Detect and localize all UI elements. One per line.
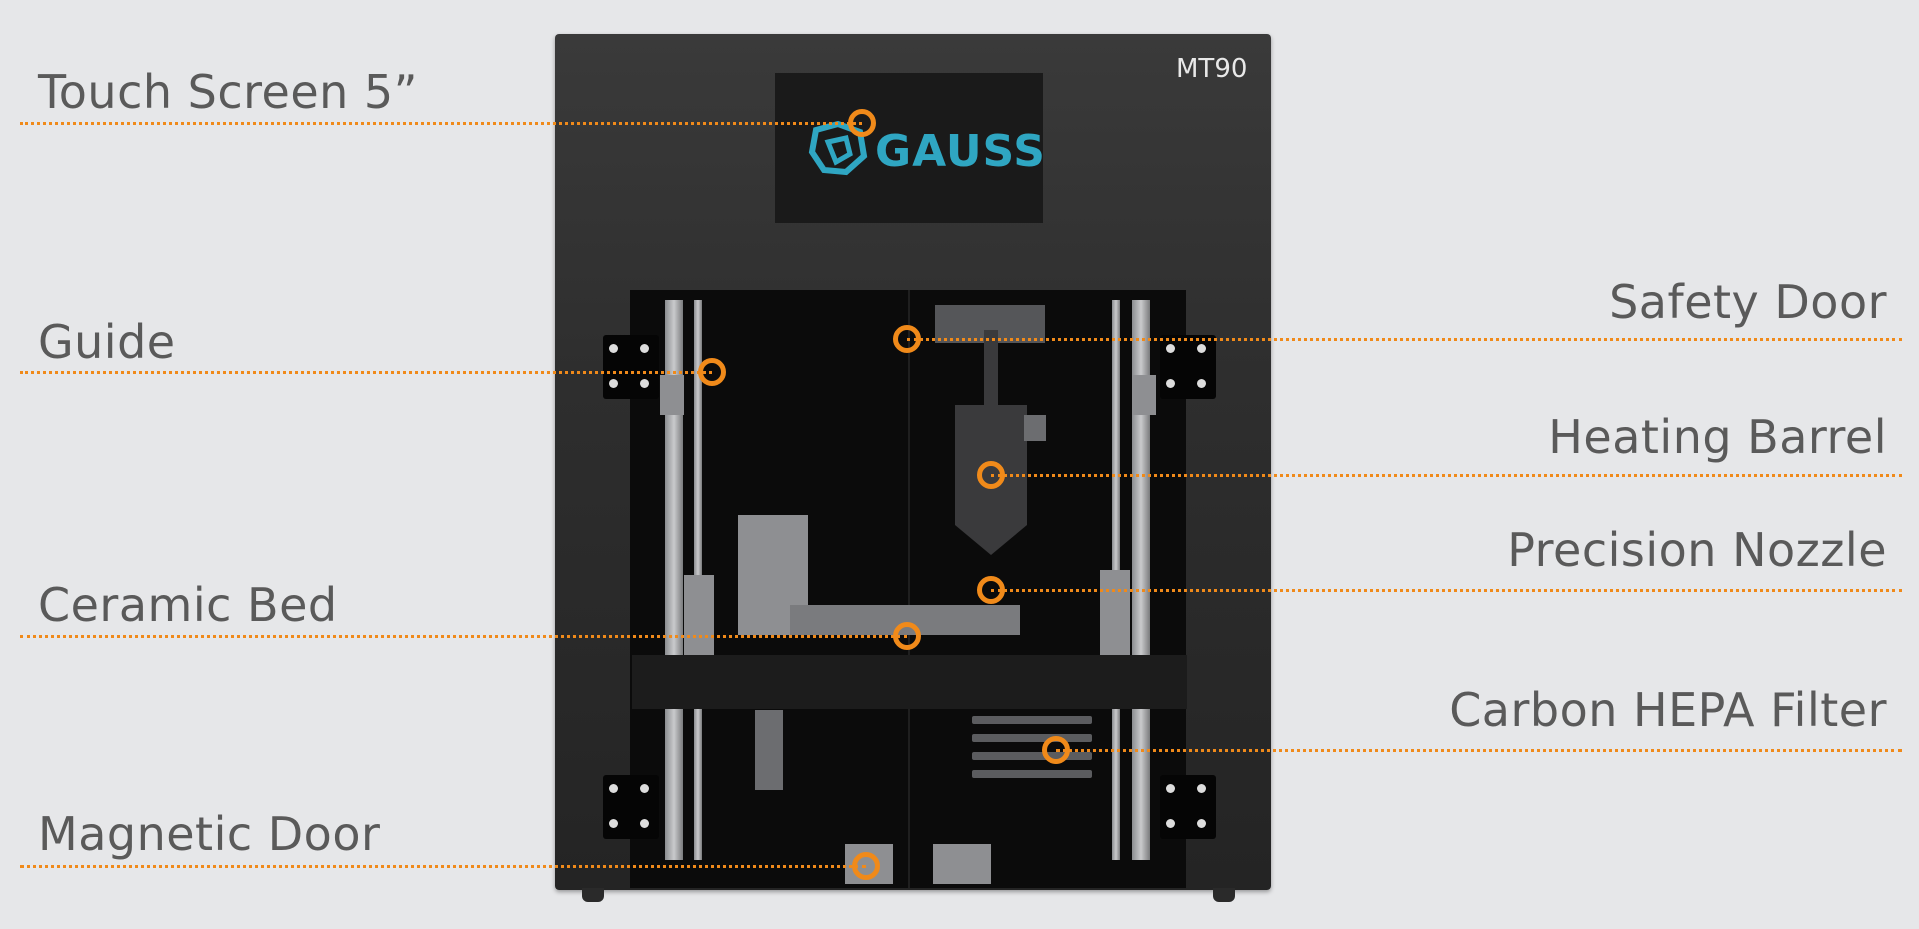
barrel-shaft	[984, 330, 998, 415]
filter-vent	[972, 716, 1092, 724]
leader-safety-door	[907, 338, 1902, 341]
magnetic-catch-right	[933, 844, 991, 884]
leader-carbon-hepa-filter	[1056, 749, 1902, 752]
bolt	[609, 784, 618, 793]
bolt	[1197, 344, 1206, 353]
bolt	[1197, 784, 1206, 793]
callout-label-precision-nozzle: Precision Nozzle	[1507, 523, 1887, 577]
callout-label-ceramic-bed: Ceramic Bed	[38, 578, 338, 632]
bolt	[1197, 379, 1206, 388]
marker-safety-door[interactable]	[893, 325, 921, 353]
filter-vent	[972, 770, 1092, 778]
marker-heating-barrel[interactable]	[977, 461, 1005, 489]
callout-label-safety-door: Safety Door	[1609, 275, 1887, 329]
filter-vent	[972, 752, 1092, 760]
door-split-line	[908, 290, 910, 888]
callout-label-heating-barrel: Heating Barrel	[1548, 410, 1887, 464]
marker-guide[interactable]	[698, 358, 726, 386]
bolt	[1166, 344, 1175, 353]
gauss-logo-icon	[808, 120, 868, 176]
leader-touch-screen	[20, 122, 862, 125]
callout-label-guide: Guide	[38, 315, 176, 369]
rail-carriage-left	[660, 375, 684, 415]
model-label: MT90	[1176, 54, 1248, 84]
callout-label-carbon-hepa-filter: Carbon HEPA Filter	[1449, 683, 1887, 737]
touch-screen	[775, 73, 1043, 223]
guide-rail-right	[1132, 300, 1150, 860]
gauss-logo-text: GAUSS	[875, 126, 1046, 177]
leader-heating-barrel	[991, 474, 1902, 477]
leader-ceramic-bed	[20, 635, 907, 638]
bed-platform	[632, 655, 1187, 709]
bolt	[640, 784, 649, 793]
marker-magnetic-door[interactable]	[852, 852, 880, 880]
rail-carriage-right	[1132, 375, 1156, 415]
leader-precision-nozzle	[991, 589, 1902, 592]
callout-label-magnetic-door: Magnetic Door	[38, 807, 381, 861]
printer-foot-right	[1213, 888, 1235, 902]
rail-block-right	[1100, 570, 1130, 670]
rail-block-left	[684, 575, 714, 670]
bolt	[1197, 819, 1206, 828]
printer-foot-left	[582, 888, 604, 902]
guide-rail-left	[665, 300, 683, 860]
marker-touch-screen[interactable]	[848, 109, 876, 137]
filter-vent	[972, 734, 1092, 742]
leader-magnetic-door	[20, 865, 866, 868]
leader-guide	[20, 371, 712, 374]
marker-ceramic-bed[interactable]	[893, 622, 921, 650]
bolt	[1166, 379, 1175, 388]
bolt	[609, 379, 618, 388]
bolt	[640, 819, 649, 828]
bolt	[609, 819, 618, 828]
marker-carbon-hepa-filter[interactable]	[1042, 736, 1070, 764]
bolt	[609, 344, 618, 353]
bolt	[640, 379, 649, 388]
bolt	[1166, 784, 1175, 793]
lower-mechanism	[755, 710, 783, 790]
bolt	[640, 344, 649, 353]
bolt	[1166, 819, 1175, 828]
barrel-knob	[1024, 415, 1046, 441]
marker-precision-nozzle[interactable]	[977, 576, 1005, 604]
callout-label-touch-screen: Touch Screen 5”	[38, 65, 419, 119]
